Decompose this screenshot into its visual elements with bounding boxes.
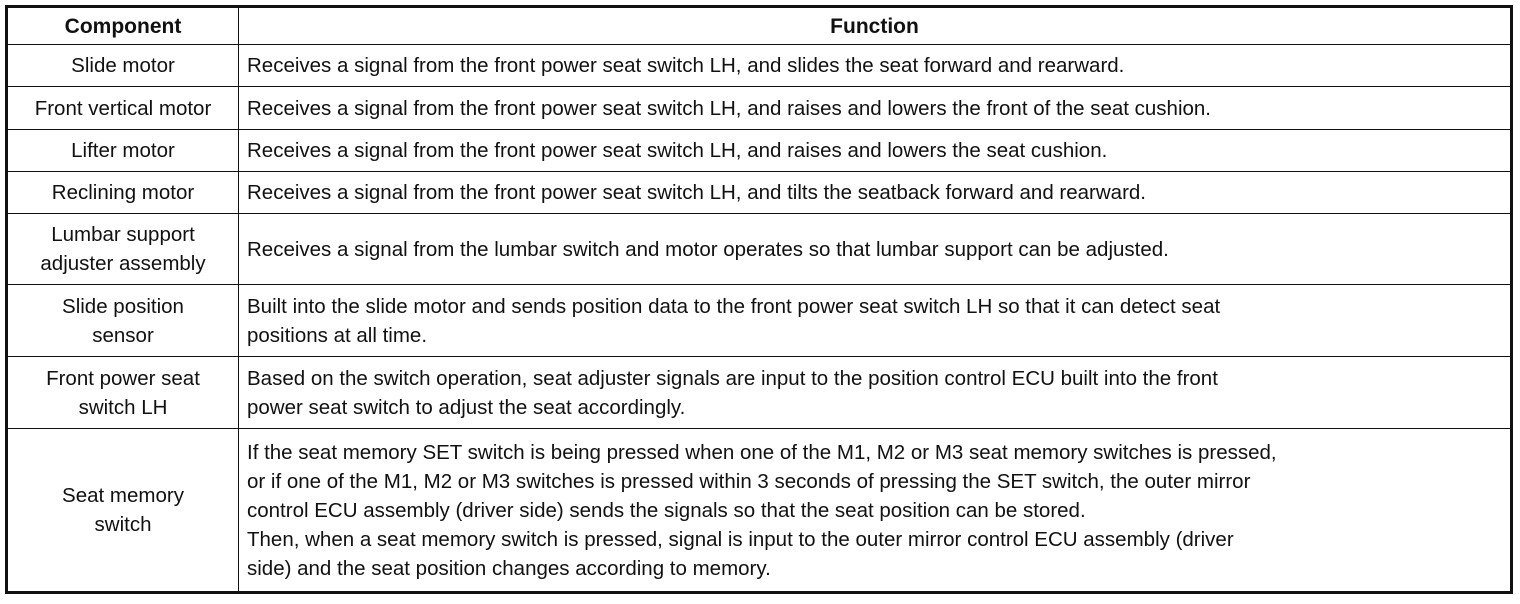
component-label: Lumbar support xyxy=(51,223,195,246)
function-text: or if one of the M1, M2 or M3 switches i… xyxy=(247,469,1251,493)
table-row: Slide motor Receives a signal from the f… xyxy=(6,44,1512,87)
function-cell: Based on the switch operation, seat adju… xyxy=(238,356,1512,429)
function-cell: Receives a signal from the front power s… xyxy=(238,171,1512,214)
component-cell: Lifter motor xyxy=(6,129,239,172)
component-function-table: Component Function Slide motor Receives … xyxy=(5,5,1513,594)
component-label: Lifter motor xyxy=(71,139,175,162)
table-row: Slide position sensor Built into the sli… xyxy=(6,284,1512,357)
column-header-component: Component xyxy=(6,6,239,45)
function-text: Based on the switch operation, seat adju… xyxy=(247,366,1218,390)
component-cell: Reclining motor xyxy=(6,171,239,214)
function-cell: Built into the slide motor and sends pos… xyxy=(238,284,1512,357)
table-row: Front power seat switch LH Based on the … xyxy=(6,356,1512,429)
function-text: side) and the seat position changes acco… xyxy=(247,556,771,580)
component-cell: Front vertical motor xyxy=(6,86,239,130)
component-cell: Slide motor xyxy=(6,44,239,87)
function-cell: If the seat memory SET switch is being p… xyxy=(238,428,1512,593)
function-text: Built into the slide motor and sends pos… xyxy=(247,294,1221,318)
function-text: power seat switch to adjust the seat acc… xyxy=(247,395,686,419)
component-label: sensor xyxy=(92,323,154,347)
component-label: Seat memory xyxy=(62,484,184,507)
function-text: Receives a signal from the front power s… xyxy=(247,181,1147,204)
function-cell: Receives a signal from the lumbar switch… xyxy=(238,213,1512,285)
function-cell: Receives a signal from the front power s… xyxy=(238,86,1512,130)
component-label: Reclining motor xyxy=(51,181,195,204)
function-text: Then, when a seat memory switch is press… xyxy=(247,527,1234,551)
function-text: Receives a signal from the front power s… xyxy=(247,139,1108,162)
function-text: positions at all time. xyxy=(247,323,428,347)
component-cell: Lumbar support adjuster assembly xyxy=(6,213,239,285)
function-text: Receives a signal from the front power s… xyxy=(247,54,1125,77)
function-text: control ECU assembly (driver side) sends… xyxy=(247,498,1086,522)
component-label: Front power seat xyxy=(46,366,200,390)
table-row: Reclining motor Receives a signal from t… xyxy=(6,171,1512,214)
function-cell: Receives a signal from the front power s… xyxy=(238,129,1512,172)
function-cell: Receives a signal from the front power s… xyxy=(238,44,1512,87)
component-label: Slide motor xyxy=(71,54,175,77)
table-row: Lifter motor Receives a signal from the … xyxy=(6,129,1512,172)
component-label: Front vertical motor xyxy=(34,96,212,120)
component-cell: Front power seat switch LH xyxy=(6,356,239,429)
table-row: Front vertical motor Receives a signal f… xyxy=(6,86,1512,130)
component-cell: Seat memory switch xyxy=(6,428,239,593)
component-label: Slide position xyxy=(62,294,184,318)
component-label: switch LH xyxy=(78,395,168,419)
column-header-function: Function xyxy=(238,6,1512,45)
function-text: Receives a signal from the lumbar switch… xyxy=(247,237,1169,261)
component-label: switch xyxy=(94,513,152,536)
function-text: Receives a signal from the front power s… xyxy=(247,96,1211,120)
component-cell: Slide position sensor xyxy=(6,284,239,357)
table-row: Seat memory switch If the seat memory SE… xyxy=(6,428,1512,593)
table-header-row: Component Function xyxy=(6,6,1512,45)
component-label: adjuster assembly xyxy=(40,252,206,275)
function-text: If the seat memory SET switch is being p… xyxy=(247,440,1277,464)
table-row: Lumbar support adjuster assembly Receive… xyxy=(6,213,1512,285)
